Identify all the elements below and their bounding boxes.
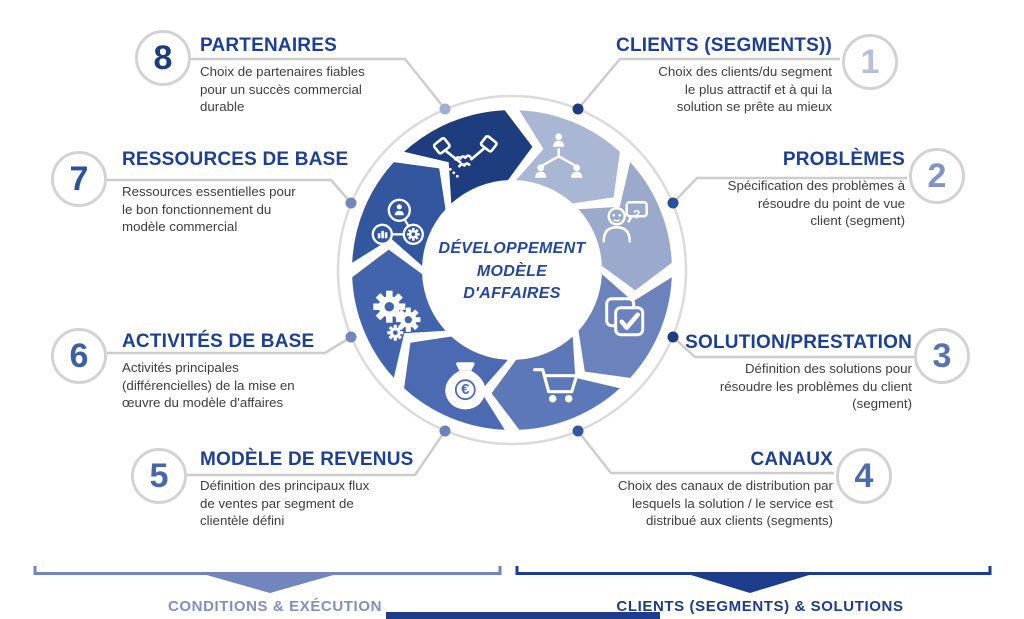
connector-dot-1: [572, 103, 584, 115]
connector-dots: [345, 103, 679, 437]
item-8-title: PARTENAIRES: [200, 35, 337, 56]
item-6-number: 6: [69, 337, 89, 375]
center-label-line2: MODÈLE: [476, 262, 548, 280]
item-7-title: RESSOURCES DE BASE: [122, 149, 349, 170]
item-6-title: ACTIVITÉS DE BASE: [122, 331, 315, 352]
item-3-number-badge: 3: [914, 328, 970, 384]
footer-brackets: [33, 566, 992, 575]
connector-line-4: [577, 430, 834, 475]
svg-text:€: €: [461, 381, 470, 398]
item-1-title: CLIENTS (SEGMENTS)): [616, 35, 832, 56]
item-5-number-badge: 5: [131, 448, 187, 504]
item-8-description: Choix de partenaires fiables pour un suc…: [200, 64, 365, 115]
item-5-description: Définition des principaux flux de ventes…: [200, 478, 370, 529]
item-1-number: 1: [860, 43, 880, 81]
connector-dot-5: [439, 425, 451, 437]
item-3-title: SOLUTION/PRESTATION: [685, 332, 912, 353]
item-4-number-badge: 4: [836, 448, 892, 504]
connector-dot-3: [667, 331, 679, 343]
center-label-line3: D'AFFAIRES: [463, 285, 561, 303]
connector-line-3: [672, 336, 914, 359]
connector-dot-6: [345, 331, 357, 343]
wheel-segments: ?€: [352, 110, 672, 430]
item-8-number: 8: [153, 39, 173, 77]
wheel-center-label: DÉVELOPPEMENT MODÈLE D'AFFAIRES: [402, 238, 622, 306]
svg-text:?: ?: [633, 208, 640, 222]
org-chart-icon: [535, 133, 583, 178]
connector-line-6: [107, 335, 352, 355]
item-6-number-badge: 6: [51, 328, 107, 384]
connector-dot-7: [345, 197, 357, 209]
network-icon: [371, 198, 424, 245]
item-4-description: Choix des canaux de distribution par les…: [617, 478, 833, 529]
money-bag-icon: €: [445, 362, 486, 410]
item-1-number-badge: 1: [842, 34, 898, 90]
footer-bottom-bar: [386, 612, 660, 619]
item-7-number-badge: 7: [51, 151, 107, 207]
connector-line-7: [107, 178, 352, 204]
item-2-title: PROBLÈMES: [782, 149, 905, 170]
item-2-number-badge: 2: [909, 148, 965, 204]
connector-line-1: [577, 57, 840, 110]
item-6-description: Activités principales (différencielles) …: [122, 360, 295, 411]
item-8-number-badge: 8: [135, 30, 191, 86]
item-3-description: Définition des solutions pour résoudre l…: [719, 361, 912, 412]
connector-dot-8: [439, 103, 451, 115]
connector-lines: [107, 57, 914, 477]
item-4-title: CANAUX: [750, 449, 833, 470]
item-5-number: 5: [149, 457, 169, 495]
connector-line-5: [187, 430, 447, 477]
gears-icon: [373, 290, 421, 341]
center-label-line1: DÉVELOPPEMENT: [438, 240, 586, 257]
connector-line-8: [189, 57, 446, 110]
connector-dot-4: [572, 425, 584, 437]
item-4-number: 4: [854, 457, 874, 495]
item-7-number: 7: [69, 160, 89, 198]
wheel-segment-4: [491, 336, 620, 430]
wheel-outer-ring: [336, 94, 688, 446]
wheel-segment-2: [578, 162, 672, 291]
shopping-cart-icon: [533, 368, 579, 403]
handshake-icon: [432, 134, 498, 178]
item-5-title: MODÈLE DE REVENUS: [200, 449, 414, 470]
check-documents-icon: [605, 297, 645, 337]
footer-right-label: CLIENTS (SEGMENTS) & SOLUTIONS: [616, 598, 904, 615]
item-2-number: 2: [927, 157, 947, 195]
footer-right-arrow: [681, 572, 819, 593]
footer-left-arrow: [196, 572, 344, 593]
item-7-description: Ressources essentielles pour le bon fonc…: [122, 184, 296, 235]
wheel-center-circle: [426, 184, 598, 356]
item-3-number: 3: [932, 337, 952, 375]
connector-line-2: [672, 176, 907, 204]
item-1-description: Choix des clients/du segment le plus att…: [658, 64, 832, 115]
connector-dot-2: [667, 197, 679, 209]
person-question-icon: ?: [602, 201, 648, 243]
footer-left-label: CONDITIONS & EXÉCUTION: [167, 598, 383, 615]
item-2-description: Spécification des problèmes à résoudre d…: [727, 178, 905, 229]
wheel-segment-1: [516, 110, 620, 204]
